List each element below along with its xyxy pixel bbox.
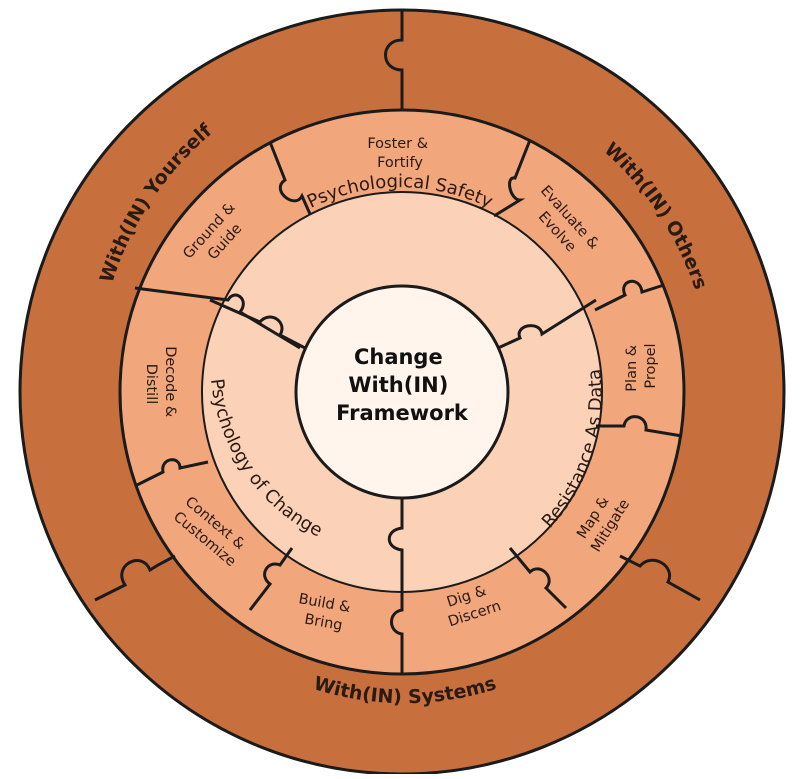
outer-divider-top bbox=[384, 10, 404, 110]
outer-dividers bbox=[94, 10, 701, 602]
middle-dividers bbox=[134, 139, 683, 611]
inner-divider-bottom bbox=[387, 498, 404, 592]
middle-divider-1 bbox=[268, 141, 312, 215]
middle-divider-5 bbox=[508, 547, 568, 610]
center-to-outer-divider bbox=[390, 592, 404, 674]
middle-divider-2 bbox=[493, 139, 532, 218]
middle-label-foster-fortify: Foster & Fortify bbox=[367, 136, 432, 171]
outer-divider-right bbox=[619, 554, 701, 602]
inner-divider-left bbox=[209, 298, 306, 350]
center-title: Change With(IN) Framework bbox=[336, 345, 469, 425]
inner-divider-right bbox=[497, 298, 597, 350]
inner-dividers bbox=[209, 298, 597, 674]
middle-divider-7 bbox=[134, 458, 209, 488]
middle-divider-3 bbox=[594, 280, 665, 312]
middle-divider-4 bbox=[596, 415, 683, 438]
middle-divider-6 bbox=[248, 547, 294, 611]
middle-label-plan-propel: Plan & Propel bbox=[624, 340, 659, 391]
middle-label-decode-distill: Decode & Distill bbox=[143, 346, 178, 422]
outer-divider-left bbox=[94, 554, 176, 602]
